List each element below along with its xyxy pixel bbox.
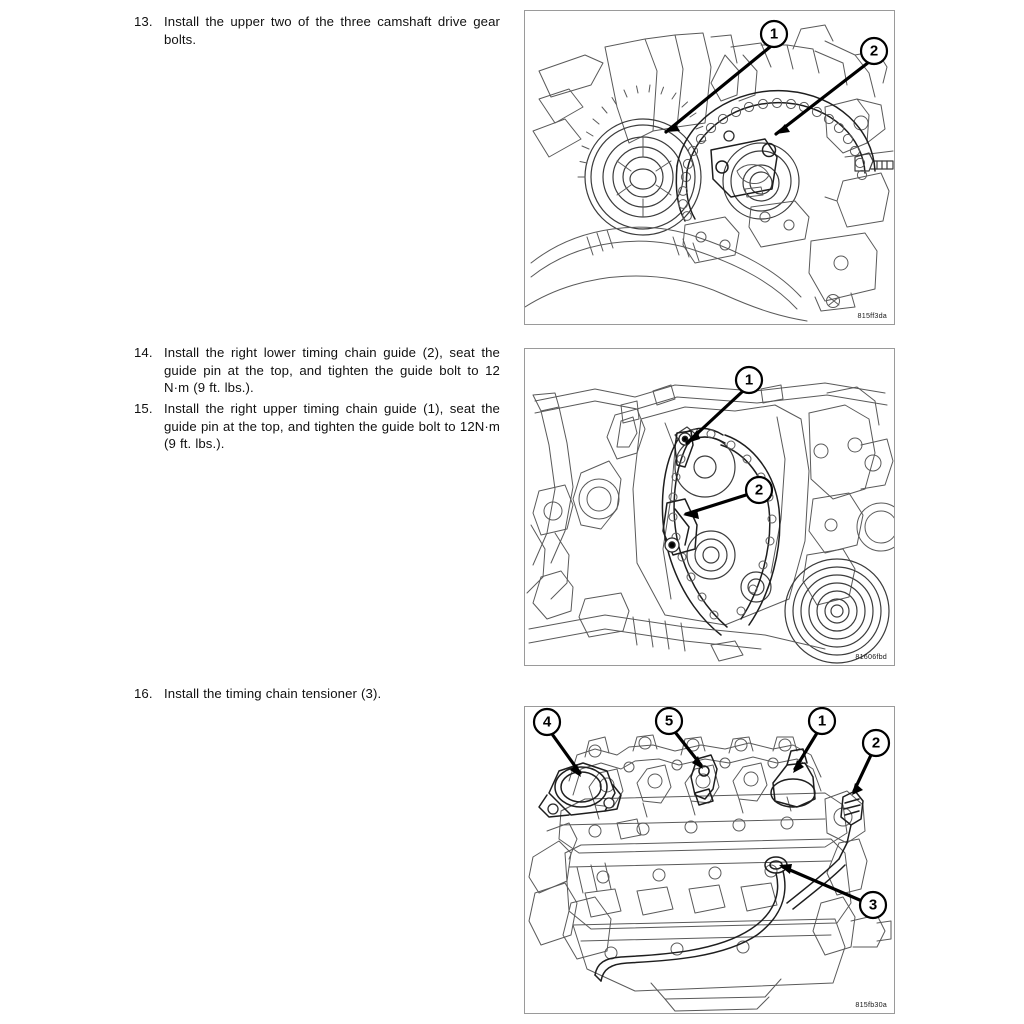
callout-label: 1 (745, 372, 753, 389)
step-number: 13. (134, 14, 153, 29)
figure-panel-camshaft-drive-gear: 1 2 815ff3da (524, 10, 895, 325)
figure-illustration: 1 2 (525, 19, 894, 322)
callout-label: 2 (870, 43, 878, 60)
step-number: 14. (134, 345, 153, 360)
callout-1: 1 (685, 365, 764, 445)
callout-label: 3 (869, 897, 877, 914)
callout-label: 1 (770, 26, 778, 43)
step-item: 13. Install the upper two of the three c… (134, 13, 500, 48)
instruction-list: 13. Install the upper two of the three c… (134, 0, 500, 1024)
figure-panel-timing-chain-guides: 1 2 81606fbd (524, 348, 895, 666)
callout-label: 4 (543, 714, 552, 731)
figure-illustration: 1 2 (526, 365, 894, 664)
figure-panel-engine-assembly: 4 5 1 2 (524, 706, 895, 1014)
figure-id-code: 815fb30a (855, 1000, 887, 1009)
step-item: 16. Install the timing chain tensioner (… (134, 685, 500, 703)
step-item: 14. Install the right lower timing chain… (134, 344, 500, 397)
figure-id-code: 81606fbd (855, 652, 887, 661)
step-text: Install the right lower timing chain gui… (164, 345, 500, 396)
callout-label: 1 (818, 713, 826, 730)
step-number: 15. (134, 401, 153, 416)
step-number: 16. (134, 686, 153, 701)
callout-5: 5 (654, 707, 703, 769)
callout-4: 4 (532, 707, 582, 777)
callout-label: 2 (872, 735, 880, 752)
callout-label: 5 (665, 713, 673, 730)
step-item: 15. Install the right upper timing chain… (134, 400, 500, 453)
callout-2: 2 (774, 36, 889, 136)
figure-illustration: 4 5 1 2 (528, 707, 892, 1012)
step-text: Install the upper two of the three camsh… (164, 14, 500, 47)
callout-3: 3 (779, 864, 888, 920)
callout-1: 1 (664, 19, 789, 134)
step-text: Install the timing chain tensioner (3). (164, 686, 382, 701)
step-text: Install the right upper timing chain gui… (164, 401, 500, 452)
figure-id-code: 815ff3da (857, 311, 887, 320)
callout-1: 1 (793, 707, 837, 773)
callout-2: 2 (683, 475, 774, 519)
callout-label: 2 (755, 482, 763, 499)
callout-2: 2 (852, 728, 891, 795)
